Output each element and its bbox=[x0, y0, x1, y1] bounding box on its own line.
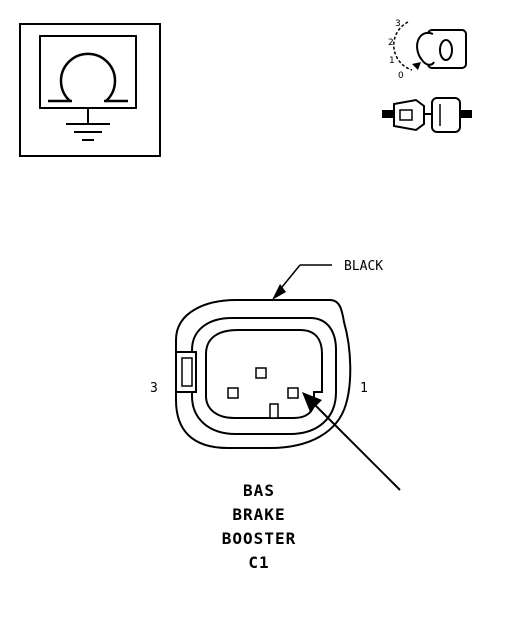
ignition-pos-0: 0 bbox=[398, 71, 404, 81]
component-caption: BAS BRAKE BOOSTER C1 bbox=[222, 481, 296, 572]
pin-label-1: 1 bbox=[360, 381, 368, 396]
terminal-1 bbox=[287, 387, 299, 399]
caption-line-2: BRAKE bbox=[232, 505, 285, 524]
connector-icon bbox=[382, 97, 472, 133]
caption-line-4: C1 bbox=[248, 553, 269, 572]
pin-label-3: 3 bbox=[150, 381, 158, 396]
connector-color-label: BLACK bbox=[344, 259, 383, 274]
color-callout: BLACK bbox=[272, 259, 383, 300]
ignition-pos-2: 2 bbox=[388, 38, 394, 48]
ohmmeter-ground-icon bbox=[19, 23, 161, 157]
terminal-3 bbox=[227, 387, 239, 399]
caption-line-1: BAS bbox=[243, 481, 275, 500]
caption-line-3: BOOSTER bbox=[222, 529, 296, 548]
connector-face bbox=[175, 299, 352, 449]
ignition-pos-3: 3 bbox=[395, 19, 401, 29]
ignition-pos-1: 1 bbox=[389, 56, 395, 66]
ignition-key-icon: 3 2 1 0 bbox=[388, 19, 467, 81]
terminal-2 bbox=[255, 367, 267, 379]
pin-pointer-arrow bbox=[302, 392, 401, 491]
